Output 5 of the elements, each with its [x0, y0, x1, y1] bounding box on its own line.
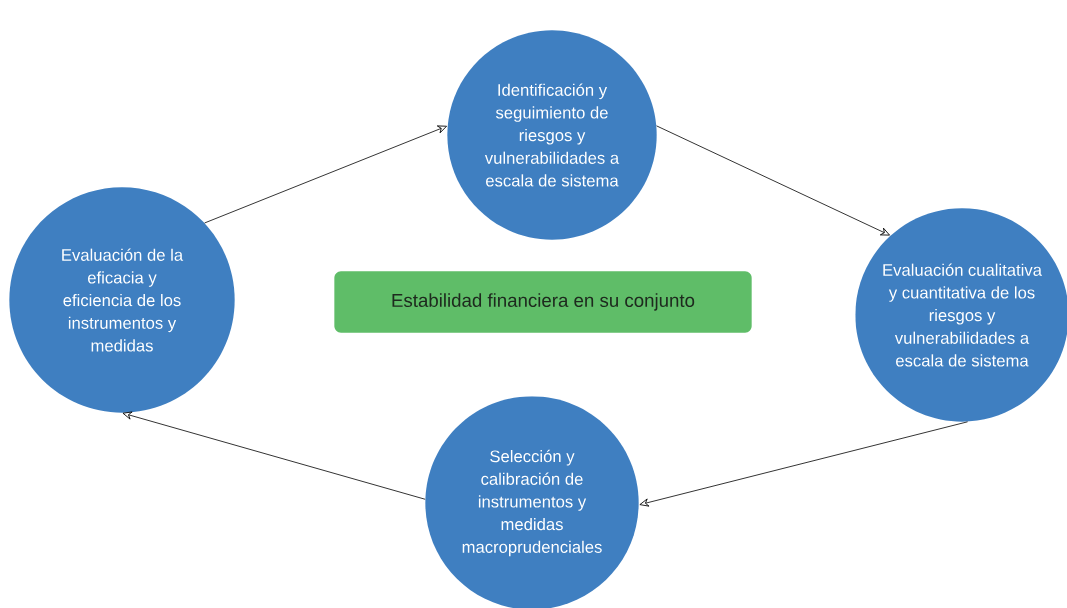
center-box: Estabilidad financiera en su conjunto [334, 271, 752, 333]
arrow [122, 411, 426, 500]
arrow [204, 125, 447, 224]
arrow [656, 125, 890, 236]
arrow [639, 421, 968, 507]
